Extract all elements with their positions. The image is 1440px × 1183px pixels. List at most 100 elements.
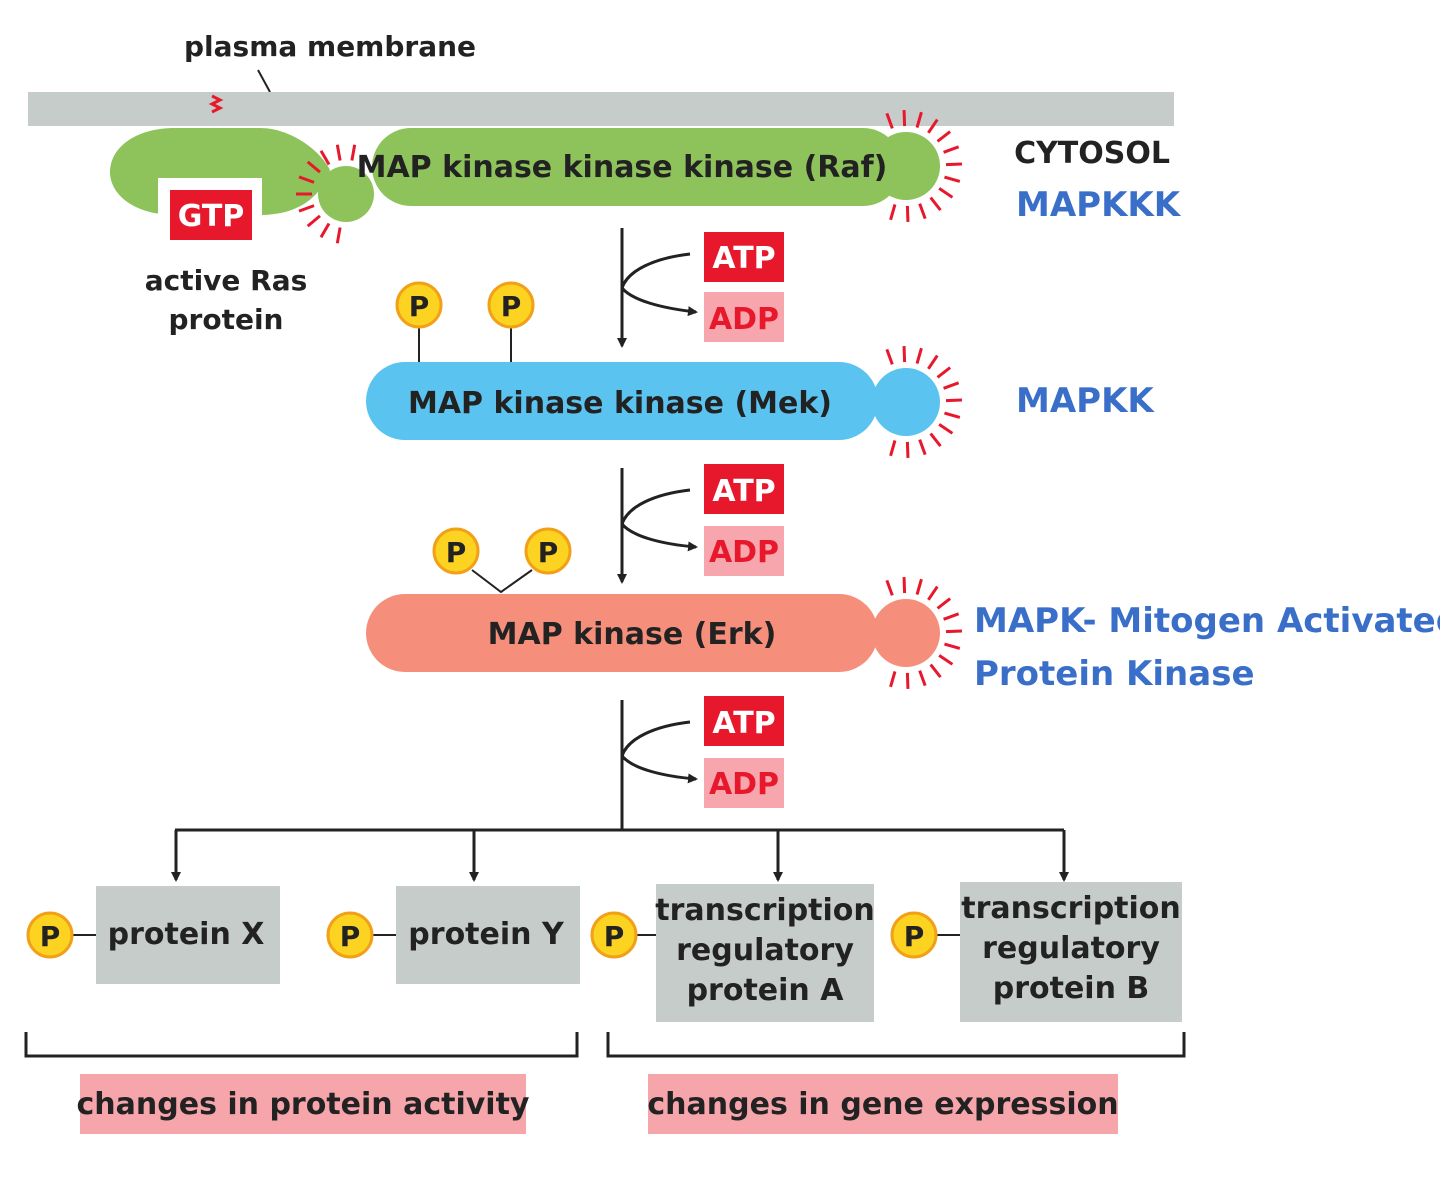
atp-box-1 xyxy=(704,232,784,282)
gtp-box xyxy=(170,190,252,240)
activation-ray xyxy=(889,440,897,457)
gene-expression-label: changes in gene expression xyxy=(647,1087,1118,1122)
mek-name: MAP kinase kinase (Mek) xyxy=(408,386,832,421)
svg-text:P: P xyxy=(604,920,625,953)
tf-b-line1: transcription xyxy=(961,891,1181,926)
adp-box-2 xyxy=(704,526,784,576)
activation-ray xyxy=(889,204,897,221)
activation-ray xyxy=(319,222,331,239)
svg-text:P: P xyxy=(446,536,467,569)
activation-rays-icon xyxy=(885,576,963,690)
protein-activity-bracket xyxy=(24,1032,579,1058)
activation-ray xyxy=(938,187,954,199)
activation-rays-icon xyxy=(296,144,357,244)
activation-ray xyxy=(944,175,961,183)
adp-label-2: ADP xyxy=(709,535,779,570)
tf-a-line3: protein A xyxy=(687,973,845,1008)
adp-box-1 xyxy=(704,292,784,342)
activation-ray xyxy=(306,160,321,174)
erk-body xyxy=(366,594,878,672)
activation-ray xyxy=(918,670,927,687)
ras-label-line2: protein xyxy=(169,303,284,336)
activation-ray xyxy=(298,204,315,213)
activation-ray xyxy=(915,578,923,595)
activation-ray xyxy=(350,144,357,161)
activation-ray xyxy=(929,663,942,679)
active-ras-protein: GTP xyxy=(110,128,330,242)
activation-ray xyxy=(298,175,315,184)
activation-ray xyxy=(929,432,942,448)
mapk-label-line2: Protein Kinase xyxy=(974,654,1255,694)
gene-expression-box xyxy=(648,1074,1118,1134)
phosphorylation-arrow-1 xyxy=(617,228,698,348)
phosphate-icon: P xyxy=(326,911,374,959)
activation-ray xyxy=(927,354,939,370)
erk-protein: MAP kinase (Erk) xyxy=(366,594,940,672)
protein-x-box xyxy=(96,886,280,984)
erk-right-knob xyxy=(872,599,940,667)
activation-ray xyxy=(936,366,952,379)
mek-right-knob xyxy=(872,368,940,436)
activation-ray xyxy=(945,398,963,403)
activation-ray xyxy=(902,109,907,127)
activation-ray xyxy=(905,205,910,223)
mapkkk-label: MAPKKK xyxy=(1016,185,1182,225)
tf-a-box xyxy=(656,884,874,1022)
protein-y-box xyxy=(396,886,580,984)
activation-ray xyxy=(905,441,910,459)
svg-text:P: P xyxy=(538,536,559,569)
activation-ray xyxy=(319,149,331,166)
activation-ray xyxy=(944,411,961,419)
activation-ray xyxy=(885,348,894,365)
raf-body xyxy=(372,128,902,206)
activation-ray xyxy=(943,381,960,390)
activation-ray xyxy=(915,347,923,364)
protein-activity-label: changes in protein activity xyxy=(77,1087,530,1122)
phosphate-icon: P xyxy=(26,911,74,959)
raf-left-knob xyxy=(318,166,374,222)
activation-ray xyxy=(918,203,927,220)
membrane-label: plasma membrane xyxy=(184,30,476,63)
activation-ray xyxy=(902,345,907,363)
adp-label-3: ADP xyxy=(709,767,779,802)
plasma-membrane xyxy=(28,92,1174,126)
activation-ray xyxy=(885,579,894,596)
activation-ray xyxy=(915,111,923,128)
phosphate-icon: P xyxy=(395,281,443,329)
activation-ray xyxy=(944,642,961,650)
activation-ray xyxy=(945,162,963,167)
protein-x-label: protein X xyxy=(108,917,265,952)
tf-b-line2: regulatory xyxy=(982,931,1160,966)
activation-ray xyxy=(938,423,954,435)
phosphorylation-arrow-3 xyxy=(620,700,698,830)
gtp-label: GTP xyxy=(178,199,245,234)
activation-ray xyxy=(902,576,907,594)
tf-b-line3: protein B xyxy=(993,971,1150,1006)
mek-protein: MAP kinase kinase (Mek) xyxy=(366,362,940,440)
atp-label-1: ATP xyxy=(712,241,775,276)
phosphorylation-arrow-2 xyxy=(617,468,698,584)
raf-name: MAP kinase kinase kinase (Raf) xyxy=(357,150,888,185)
activation-ray xyxy=(885,112,894,129)
svg-text:P: P xyxy=(501,290,522,323)
ras-label-line1: active Ras xyxy=(145,264,308,297)
raf-protein: MAP kinase kinase kinase (Raf) xyxy=(318,128,940,222)
activation-ray xyxy=(929,196,942,212)
activation-ray xyxy=(927,585,939,601)
protein-y-label: protein Y xyxy=(408,917,565,952)
activation-rays-icon xyxy=(885,109,963,223)
protein-activity-box xyxy=(80,1074,526,1134)
mapk-label-line1: MAPK- Mitogen Activated xyxy=(974,601,1440,641)
svg-text:P: P xyxy=(340,920,361,953)
atp-box-2 xyxy=(704,464,784,514)
activation-ray xyxy=(936,597,952,610)
activation-ray xyxy=(943,612,960,621)
svg-text:P: P xyxy=(904,920,925,953)
mek-body xyxy=(366,362,878,440)
tf-a-line2: regulatory xyxy=(676,933,854,968)
activation-ray xyxy=(943,145,960,154)
atp-label-3: ATP xyxy=(712,706,775,741)
activation-ray xyxy=(889,671,897,688)
